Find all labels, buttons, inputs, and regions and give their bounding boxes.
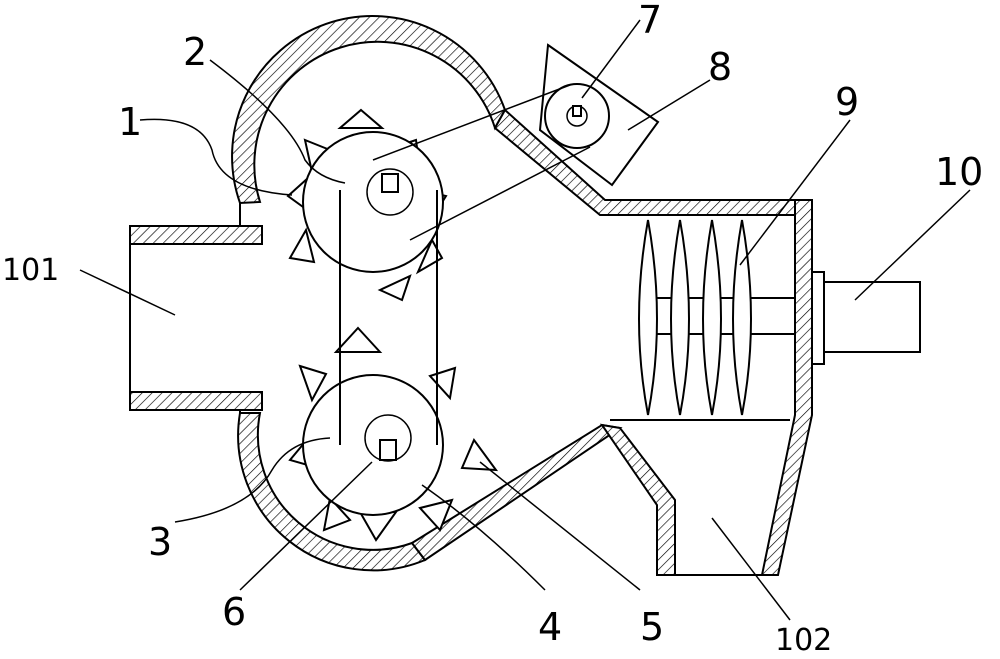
label-10: 10 xyxy=(935,150,983,194)
label-102: 102 xyxy=(775,623,832,658)
label-5: 5 xyxy=(640,605,664,649)
label-3: 3 xyxy=(148,520,172,564)
label-9: 9 xyxy=(835,80,859,124)
upper-transmission-belt xyxy=(372,84,591,241)
label-6: 6 xyxy=(222,590,246,634)
lower-roller-key xyxy=(379,439,397,461)
vertical-transmission-belt xyxy=(339,190,438,445)
discharge-chute-left-wall xyxy=(599,423,676,576)
upper-roller-key xyxy=(381,173,399,193)
small-pulley-key xyxy=(572,105,582,117)
label-7: 7 xyxy=(638,0,662,42)
inlet-bottom-wall xyxy=(129,391,263,411)
label-4: 4 xyxy=(538,605,562,649)
lower-crusher-teeth xyxy=(288,326,499,542)
label-101: 101 xyxy=(2,253,59,288)
upper-roller-hub xyxy=(366,168,414,216)
separator-blades xyxy=(638,219,752,416)
motor-body xyxy=(823,281,921,353)
upper-crusher-roller xyxy=(302,131,444,273)
label-8: 8 xyxy=(708,45,732,89)
label-2: 2 xyxy=(183,30,207,74)
lower-crusher-roller xyxy=(302,374,444,516)
leader-lines xyxy=(79,19,971,621)
separator-right-wall xyxy=(760,199,813,576)
label-1: 1 xyxy=(118,100,142,144)
inlet-top-wall xyxy=(129,225,263,245)
motor-flange xyxy=(811,271,825,365)
